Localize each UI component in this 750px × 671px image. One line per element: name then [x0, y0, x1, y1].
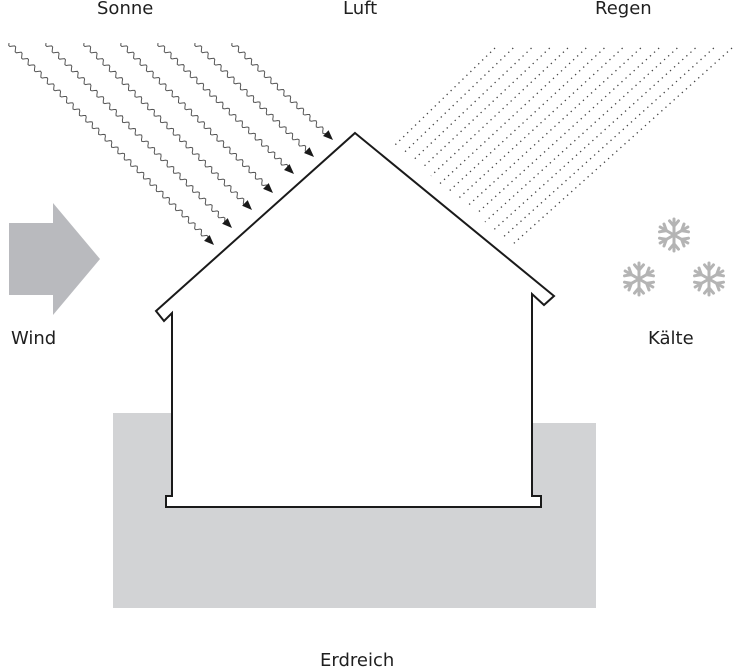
rain-dotted-line	[430, 47, 569, 177]
rain-dotted-line	[493, 47, 696, 231]
rain-dotted-line	[403, 47, 514, 154]
sun-ray-arrowhead-icon	[204, 235, 214, 245]
snowflake-icon	[622, 261, 656, 297]
rain-dotted-line	[466, 47, 642, 207]
sun-rays	[8, 42, 333, 245]
sun-ray-arrowhead-icon	[323, 130, 333, 140]
label-cold: Kälte	[648, 328, 694, 349]
rain-dotted-line	[502, 47, 715, 238]
ground-soil	[113, 413, 596, 608]
sun-ray-arrowhead-icon	[263, 183, 273, 193]
label-sun: Sonne	[97, 0, 154, 19]
rain-dotted-line	[457, 47, 624, 200]
snowflakes	[622, 217, 726, 297]
label-ground: Erdreich	[320, 650, 395, 671]
rain-dotted-line	[412, 47, 532, 161]
rain-dotted-line	[439, 47, 587, 184]
sun-ray-wavy-line	[8, 42, 209, 239]
sun-ray-arrowhead-icon	[304, 147, 314, 157]
snowflake-icon	[657, 217, 691, 253]
snowflake-icon	[692, 261, 726, 297]
rain-dotted-line	[484, 47, 678, 223]
sun-ray-wavy-line	[120, 42, 269, 187]
sun-ray-arrowhead-icon	[242, 200, 252, 210]
rain-dotted-line	[475, 47, 660, 215]
rain-dotted-line	[421, 47, 551, 169]
rain-lines	[394, 47, 733, 246]
sun-ray-wavy-line	[45, 42, 226, 223]
label-rain: Regen	[595, 0, 652, 19]
sun-ray-wavy-line	[231, 42, 328, 135]
label-air: Luft	[343, 0, 378, 19]
sun-ray-arrowhead-icon	[284, 164, 294, 174]
house-outline	[154, 131, 556, 508]
rain-dotted-line	[511, 47, 733, 246]
label-wind: Wind	[11, 328, 57, 349]
wind-arrow-icon	[9, 203, 100, 315]
sun-ray-wavy-line	[83, 42, 245, 206]
rain-dotted-line	[394, 47, 496, 146]
sun-ray-arrowhead-icon	[222, 218, 232, 228]
sun-ray-wavy-line	[194, 42, 307, 153]
sun-ray-wavy-line	[157, 42, 289, 168]
rain-dotted-line	[448, 47, 605, 192]
